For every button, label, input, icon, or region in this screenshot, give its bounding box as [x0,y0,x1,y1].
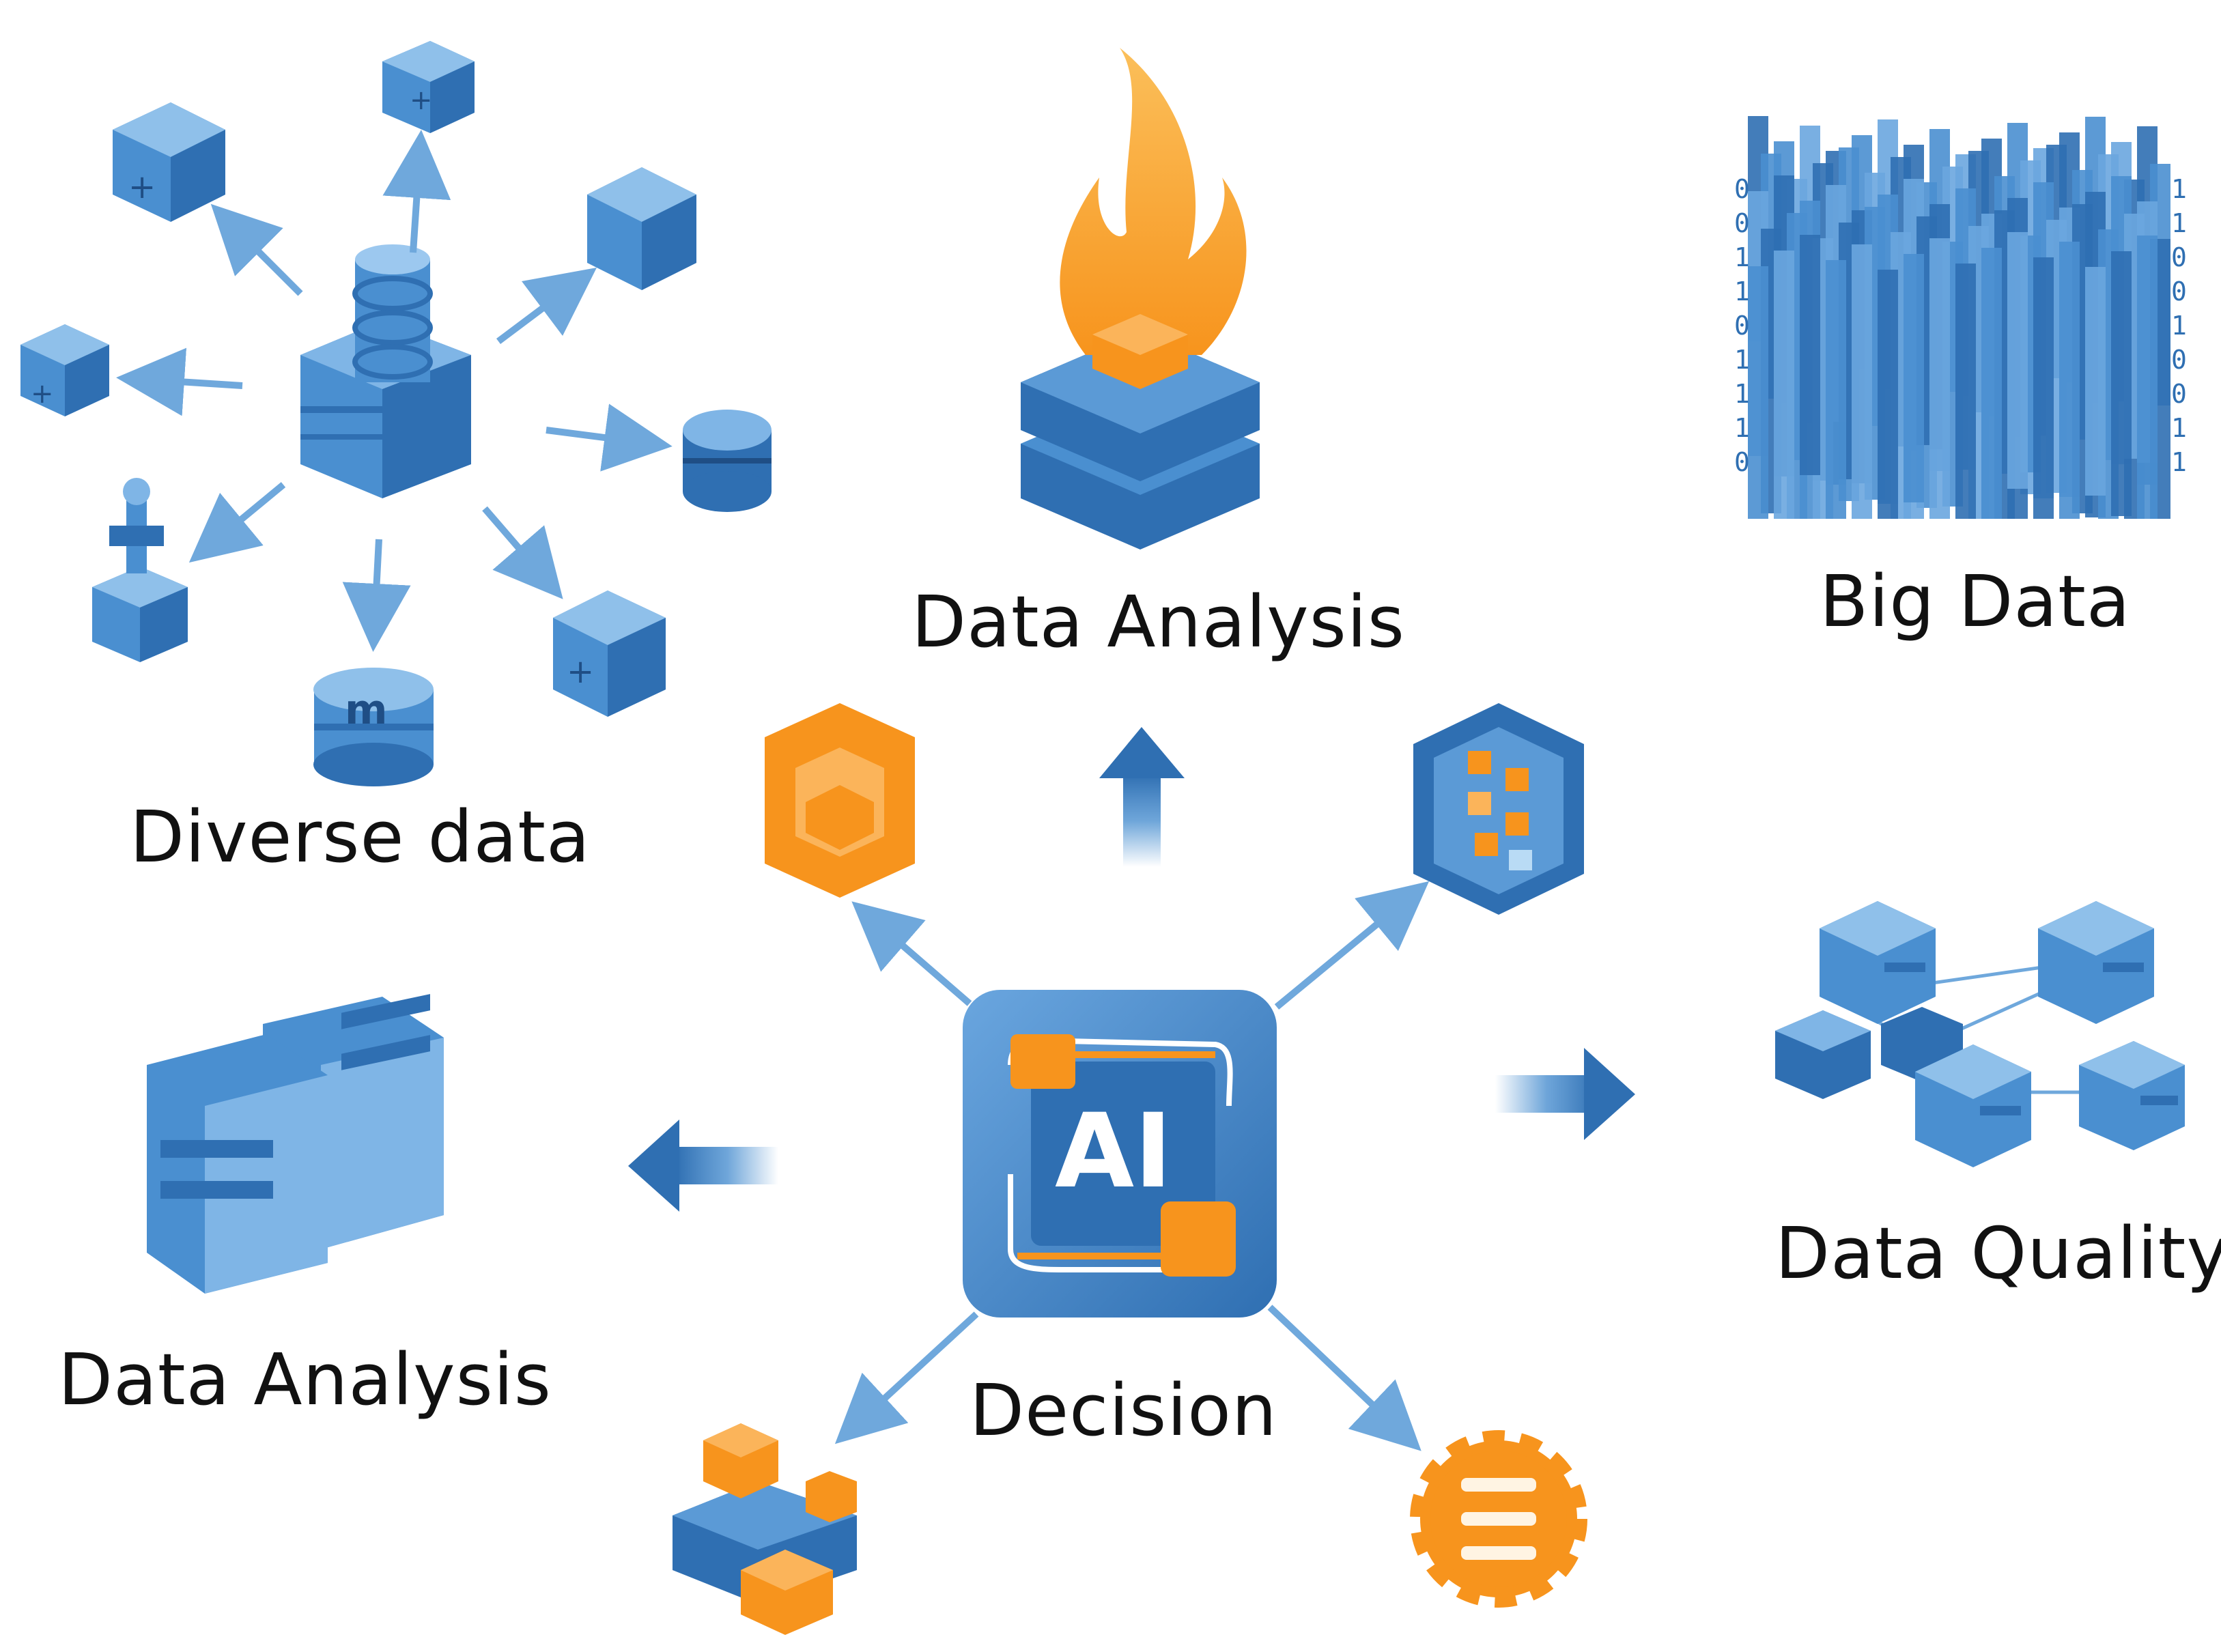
binary-digit: 0 [1734,447,1750,477]
binary-digit: 1 [2171,447,2187,477]
diverse-data-cluster: + + + [20,41,772,786]
binary-digit: 1 [1734,379,1750,409]
svg-text:+: + [31,378,54,410]
arrow-up-right [496,268,597,344]
binary-digit: 1 [1734,276,1750,307]
binary-digit: 1 [1734,413,1750,443]
orange-cubes-icon [673,1423,857,1635]
orange-gear-icon [1410,1430,1587,1608]
binary-digit: 1 [2171,208,2187,238]
server-cylinder-icon [683,410,772,512]
binary-column [1981,248,2002,519]
arrow-right [546,403,673,472]
arrow-to-hex-box [1274,881,1430,1010]
binary-digit: 0 [1734,208,1750,238]
binary-digit: 0 [1734,311,1750,341]
gear-cylinder-icon: m [313,668,434,786]
decision-label: Decision [970,1369,1277,1452]
database-stack-icon [300,244,471,498]
arrow-right-quality [1495,1048,1635,1140]
binary-column [2007,232,2028,489]
binary-digit: 0 [1734,174,1750,204]
binary-digit: 1 [1734,242,1750,272]
binary-digit: 1 [2171,413,2187,443]
binary-digit: 0 [2171,379,2187,409]
binary-column [1852,244,1872,519]
big-data-label: Big Data [1820,560,2131,643]
data-cube-icon: + [382,41,475,133]
data-analysis-top-label: Data Analysis [911,580,1405,664]
svg-text:m: m [345,686,388,734]
arrow-up [382,130,451,253]
arrow-left-analysis [628,1120,778,1212]
arrow-up-left [210,203,303,296]
binary-column [2111,251,2132,516]
binary-column [2033,257,2054,519]
arrow-to-gear [1267,1305,1421,1451]
fire-server-icon [1021,48,1260,550]
arrow-left [116,347,243,416]
data-cube-icon: + [113,102,225,222]
data-cube-icon [587,167,696,290]
binary-column [1904,254,1924,502]
data-quality-label: Data Quality [1775,1212,2221,1295]
binary-city-icon: 0 1 0 1 1 0 1 0 0 1 1 0 1 0 1 1 0 1 [1734,116,2187,519]
binary-digit: 0 [2171,242,2187,272]
arrow-down [342,539,411,652]
network-cubes-icon [1775,901,2185,1167]
binary-column [1955,264,1976,519]
data-analysis-left-label: Data Analysis [58,1338,552,1421]
binary-digit: 0 [2171,276,2187,307]
data-cube-icon: + [20,324,109,416]
diverse-data-label: Diverse data [130,795,591,879]
data-cube-icon: + [553,590,666,717]
binary-digit: 0 [2171,345,2187,375]
binary-column [1748,266,1768,519]
ai-chip-label: AI [1055,1092,1172,1211]
svg-text:+: + [567,653,594,691]
document-stack-icon [147,994,444,1294]
binary-digit: 1 [2171,174,2187,204]
blue-hex-box-icon [1413,703,1584,915]
arrow-to-hex-cube [851,901,972,1006]
binary-column [1826,260,1846,519]
binary-digit: 1 [1734,345,1750,375]
arrow-down-right [482,506,563,599]
binary-digit: 1 [2171,311,2187,341]
binary-column [2137,236,2158,519]
ai-chip-icon [963,990,1277,1318]
svg-text:+: + [128,168,156,206]
robot-arm-icon [92,478,188,662]
binary-column [1929,238,1950,519]
orange-hex-cube-icon [765,703,915,898]
arrow-up-analysis [1099,727,1185,867]
binary-column [2085,267,2106,496]
binary-column [2059,242,2080,519]
binary-column [1800,235,1820,475]
svg-text:+: + [410,85,433,116]
binary-column [1878,270,1898,519]
binary-column [1774,251,1794,519]
arrow-to-orange-cubes [834,1311,979,1444]
arrow-down-left [188,482,286,563]
